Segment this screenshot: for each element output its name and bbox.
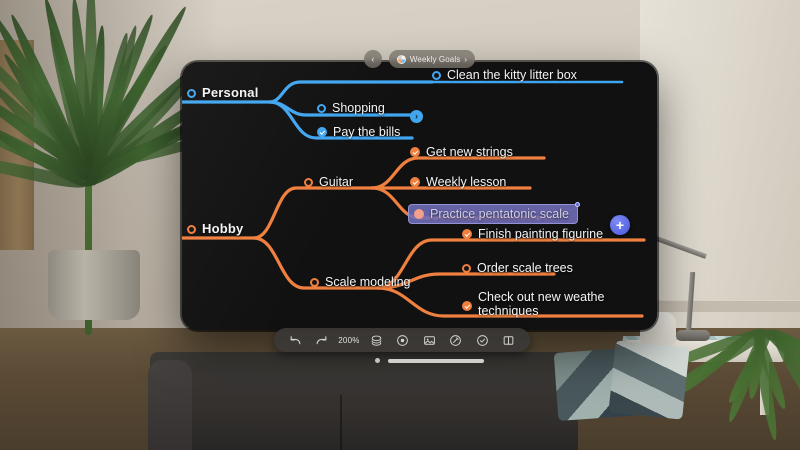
window-chrome: ‹ Weekly Goals › [182, 49, 657, 69]
checkbox-checked-icon[interactable] [462, 301, 472, 311]
throw-pillow [608, 340, 690, 420]
pen-button[interactable] [446, 330, 466, 350]
checkbox-unchecked-icon[interactable] [310, 277, 319, 287]
node-order-scale-trees[interactable]: Order scale trees [462, 261, 573, 275]
mindmap-connectors [182, 80, 646, 318]
pen-icon [450, 334, 461, 346]
node-label: Finish painting figurine [478, 227, 604, 241]
node-get-new-strings[interactable]: Get new strings [410, 145, 513, 159]
undo-button[interactable] [285, 330, 305, 350]
node-label: Scale modeling [325, 275, 411, 289]
node-label: Pay the bills [333, 125, 401, 139]
node-label: Check out new weathe techniques [478, 290, 605, 319]
node-label: Order scale trees [477, 261, 573, 275]
node-check-out-new-weather-techniques[interactable]: Check out new weathe techniques [462, 290, 628, 319]
palette-icon [371, 335, 381, 346]
node-finish-painting-figurine[interactable]: Finish painting figurine [462, 227, 603, 241]
checkbox-checked-icon[interactable] [410, 147, 420, 158]
checkbox-checked-icon[interactable] [317, 127, 327, 138]
node-hobby[interactable]: Hobby [187, 221, 244, 237]
resize-handle[interactable] [574, 202, 580, 207]
checkbox-checked-icon[interactable] [462, 229, 472, 240]
checkbox-unchecked-icon[interactable] [414, 209, 424, 220]
image-icon [423, 335, 435, 345]
node-label: Practice pentatonic scale [430, 207, 569, 221]
node-scale-modeling[interactable]: Scale modeling [310, 275, 410, 289]
zoom-level[interactable]: 200% [338, 335, 360, 345]
bottom-toolbar[interactable]: 200% [274, 328, 530, 352]
node-pay-the-bills[interactable]: Pay the bills [317, 125, 400, 139]
wall-right [640, 0, 800, 340]
style-button[interactable] [366, 330, 386, 350]
node-label: Personal [202, 85, 259, 100]
page-indicator-dot [375, 358, 380, 363]
redo-button[interactable] [312, 330, 332, 350]
checkbox-unchecked-icon[interactable] [317, 103, 326, 113]
checkbox-unchecked-icon[interactable] [462, 263, 471, 273]
expand-collapse-badge[interactable]: › [410, 110, 423, 123]
node-label: Weekly lesson [426, 175, 507, 189]
redo-icon [316, 335, 327, 344]
plus-icon: + [615, 217, 625, 233]
image-button[interactable] [419, 330, 439, 350]
checkbox-unchecked-icon[interactable] [432, 70, 441, 80]
app-logo-icon [396, 54, 406, 64]
sofa-seam [340, 395, 342, 450]
node-marker-icon[interactable] [187, 224, 196, 234]
house-plant-right [656, 290, 800, 442]
document-title: Weekly Goals [409, 54, 461, 64]
checkmark-button[interactable] [472, 330, 492, 350]
node-shopping[interactable]: Shopping [317, 101, 385, 115]
breadcrumb[interactable]: Weekly Goals › [388, 50, 476, 68]
sofa-seat [148, 372, 578, 450]
display-bezel: Personal Clean the kitty litter box Shop… [182, 62, 657, 330]
checkbox-checked-icon[interactable] [410, 177, 420, 188]
add-node-button[interactable]: + [610, 215, 630, 235]
layout-button[interactable] [499, 330, 519, 350]
chevron-right-icon: › [464, 54, 468, 64]
node-label: Get new strings [426, 145, 513, 159]
chevron-left-icon: ‹ [371, 54, 375, 64]
node-label: Hobby [202, 221, 244, 236]
checkbox-unchecked-icon[interactable] [304, 177, 313, 187]
columns-icon [503, 335, 514, 345]
node-marker-icon[interactable] [187, 88, 196, 98]
focus-button[interactable] [393, 330, 413, 350]
undo-icon [290, 335, 301, 344]
node-label: Shopping [332, 101, 385, 115]
mindmap-canvas[interactable]: Personal Clean the kitty litter box Shop… [182, 62, 657, 330]
node-weekly-lesson[interactable]: Weekly lesson [410, 175, 506, 189]
home-indicator-bar[interactable] [388, 359, 484, 363]
target-icon [397, 334, 408, 346]
plant-pot [48, 250, 140, 320]
check-circle-icon [476, 334, 488, 346]
node-clean-the-kitty-litter-box[interactable]: Clean the kitty litter box [432, 68, 577, 82]
sofa-arm-left [148, 360, 192, 450]
node-practice-pentatonic-scale[interactable]: Practice pentatonic scale [408, 202, 580, 225]
node-guitar[interactable]: Guitar [304, 175, 353, 189]
node-label: Guitar [319, 175, 354, 189]
skirting-board [640, 300, 800, 312]
node-personal[interactable]: Personal [187, 85, 259, 101]
node-label: Clean the kitty litter box [447, 68, 577, 82]
lamp-base [676, 330, 710, 341]
back-button[interactable]: ‹ [363, 50, 382, 68]
